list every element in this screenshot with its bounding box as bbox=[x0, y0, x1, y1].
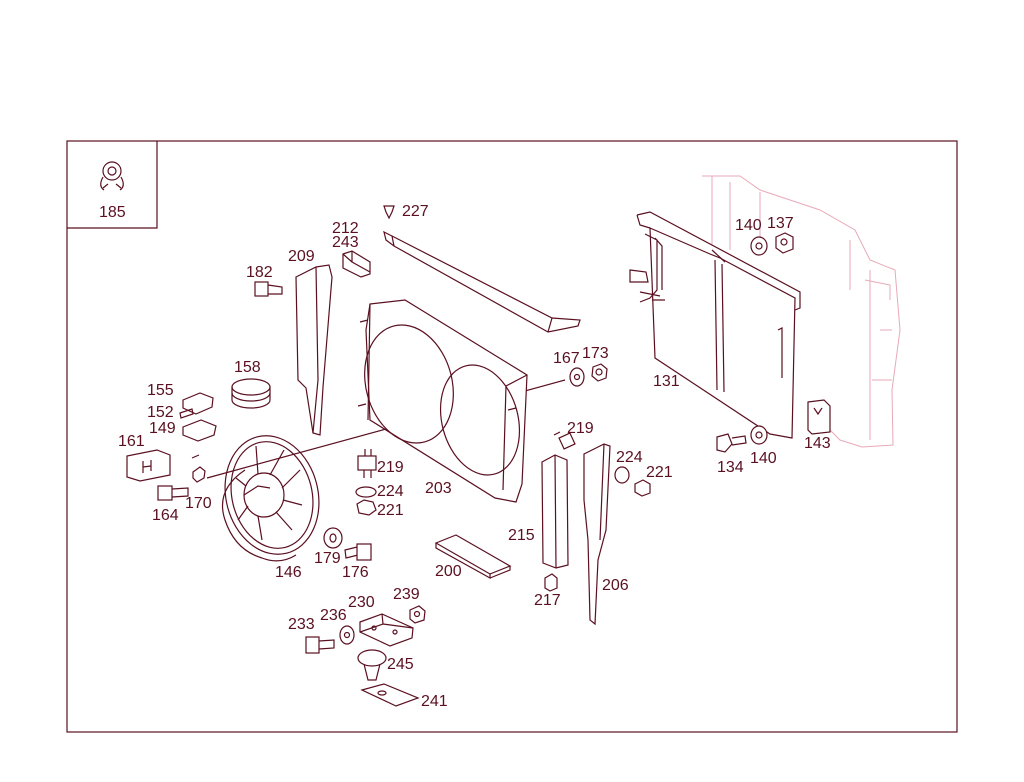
label-200: 200 bbox=[435, 563, 462, 580]
label-236: 236 bbox=[320, 607, 347, 624]
part-217-clip bbox=[544, 573, 558, 592]
part-203-radiator-shroud bbox=[357, 299, 528, 503]
label-224-left: 224 bbox=[377, 483, 404, 500]
label-134: 134 bbox=[717, 459, 744, 476]
part-146-fan bbox=[191, 435, 320, 562]
part-143-bracket bbox=[807, 399, 831, 435]
label-224-right: 224 bbox=[616, 449, 643, 466]
label-206: 206 bbox=[602, 577, 629, 594]
diagram-frame bbox=[66, 140, 958, 733]
part-182-bolt bbox=[254, 281, 283, 297]
part-155-152-149-connectors bbox=[179, 392, 217, 442]
label-233: 233 bbox=[288, 616, 315, 633]
label-143: 143 bbox=[804, 435, 831, 452]
label-185: 185 bbox=[99, 204, 126, 221]
label-209: 209 bbox=[288, 248, 315, 265]
label-217: 217 bbox=[534, 592, 561, 609]
part-245-grommet bbox=[357, 649, 387, 681]
part-241-plate bbox=[360, 683, 420, 707]
label-176: 176 bbox=[342, 564, 369, 581]
part-134-bolt bbox=[716, 433, 747, 453]
part-239-nut bbox=[409, 605, 426, 624]
part-230-bracket bbox=[359, 613, 414, 647]
part-212-243-clip bbox=[342, 250, 371, 278]
label-239: 239 bbox=[393, 586, 420, 603]
label-179: 179 bbox=[314, 550, 341, 567]
label-221-right: 221 bbox=[646, 464, 673, 481]
label-131: 131 bbox=[653, 373, 680, 390]
part-215-baffle bbox=[541, 454, 569, 569]
label-155: 155 bbox=[147, 382, 174, 399]
label-219-right: 219 bbox=[567, 420, 594, 437]
inset-box bbox=[67, 141, 158, 229]
part-206-side-baffle bbox=[583, 443, 611, 626]
part-209-side-baffle bbox=[295, 264, 333, 436]
label-140-upper: 140 bbox=[735, 217, 762, 234]
label-182: 182 bbox=[246, 264, 273, 281]
label-137: 137 bbox=[767, 215, 794, 232]
label-161: 161 bbox=[118, 433, 145, 450]
part-158-cap bbox=[231, 378, 271, 409]
part-219-224-221-mount-left bbox=[355, 449, 377, 516]
part-173-nut bbox=[591, 363, 608, 382]
ghost-radiator-outline bbox=[702, 175, 901, 448]
part-167-washer bbox=[569, 367, 585, 387]
label-221-left: 221 bbox=[377, 502, 404, 519]
part-179-washer bbox=[323, 527, 343, 549]
part-161-module bbox=[126, 449, 171, 482]
label-227: 227 bbox=[402, 203, 429, 220]
label-243: 243 bbox=[332, 234, 359, 251]
part-170-grommet bbox=[192, 466, 206, 483]
part-236-washer bbox=[339, 625, 355, 645]
label-152: 152 bbox=[147, 404, 174, 421]
part-227-top-cover bbox=[383, 205, 581, 333]
label-167: 167 bbox=[553, 350, 580, 367]
part-224-221-right bbox=[614, 466, 651, 497]
part-185-clamp bbox=[100, 161, 124, 191]
label-215: 215 bbox=[508, 527, 535, 544]
part-140-washer-upper bbox=[750, 236, 768, 256]
label-140-lower: 140 bbox=[750, 450, 777, 467]
label-245: 245 bbox=[387, 656, 414, 673]
part-164-bolt bbox=[157, 485, 189, 501]
label-146: 146 bbox=[275, 564, 302, 581]
label-149: 149 bbox=[149, 420, 176, 437]
label-212: 212 bbox=[332, 220, 359, 237]
label-158: 158 bbox=[234, 359, 261, 376]
label-173: 173 bbox=[582, 345, 609, 362]
label-241: 241 bbox=[421, 693, 448, 710]
part-131-condenser bbox=[629, 211, 801, 439]
label-203: 203 bbox=[425, 480, 452, 497]
part-137-nut bbox=[775, 232, 794, 254]
part-140-washer-lower bbox=[750, 425, 768, 445]
part-labels: 185 227 212 243 209 182 158 155 152 149 … bbox=[99, 203, 831, 710]
label-230: 230 bbox=[348, 594, 375, 611]
part-233-bolt bbox=[305, 636, 335, 654]
label-219-left: 219 bbox=[377, 459, 404, 476]
part-176-bolt bbox=[344, 543, 372, 561]
label-164: 164 bbox=[152, 507, 179, 524]
part-219-connector-right bbox=[553, 431, 576, 450]
label-170: 170 bbox=[185, 495, 212, 512]
part-200-bottom-strip bbox=[434, 534, 512, 580]
